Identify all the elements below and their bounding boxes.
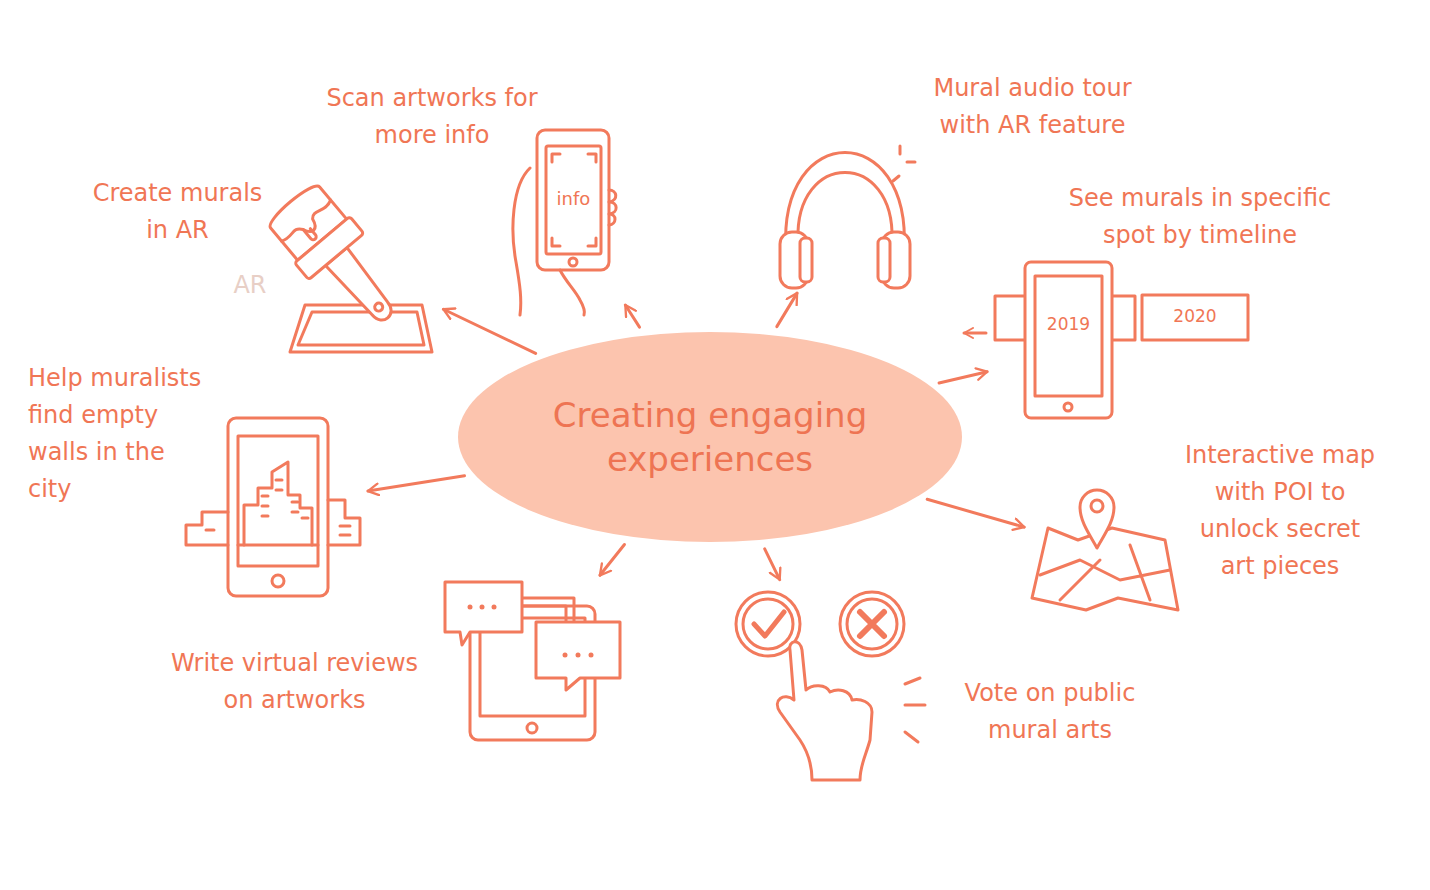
year-label: 2019 bbox=[1035, 314, 1102, 335]
scan-phone-icon-part bbox=[609, 190, 616, 225]
map-pin-icon bbox=[1032, 490, 1178, 610]
vote-idea: Vote on public mural arts bbox=[735, 585, 925, 780]
city-wall-phone-icon-part bbox=[244, 462, 312, 545]
empty-wall-idea: Help muralists find empty walls in the c… bbox=[185, 415, 362, 597]
vote-icon-part bbox=[905, 678, 925, 742]
scan-phone-icon-part bbox=[537, 130, 609, 270]
review-idea: Write virtual reviews on artworks bbox=[440, 580, 625, 740]
headphones-icon-part bbox=[800, 238, 812, 282]
idea-caption: See murals in specific spot by timeline bbox=[1055, 180, 1345, 254]
vote-icon-part bbox=[743, 599, 793, 649]
idea-caption: Interactive map with POI to unlock secre… bbox=[1180, 437, 1380, 585]
city-wall-phone-icon bbox=[186, 418, 360, 596]
map-pin-icon-part bbox=[1080, 490, 1114, 548]
review-tablet-icon-part bbox=[492, 605, 497, 610]
watermark-label: AR bbox=[222, 270, 278, 300]
timeline-phone-icon-part bbox=[964, 332, 986, 335]
ellipse-outline bbox=[458, 332, 962, 542]
interactive-map-idea: Interactive map with POI to unlock secre… bbox=[1030, 488, 1178, 612]
review-tablet-icon-part bbox=[563, 653, 568, 658]
idea-caption: Help muralists find empty walls in the c… bbox=[28, 360, 208, 508]
review-tablet-icon-part bbox=[536, 622, 620, 690]
vote-icon-part bbox=[860, 612, 884, 636]
timeline-idea: See murals in specific spot by timeline bbox=[993, 262, 1250, 418]
idea-caption: Scan artworks for more info bbox=[302, 80, 562, 154]
idea-caption: Write virtual reviews on artworks bbox=[162, 645, 427, 719]
ar-brush-icon-part-part bbox=[303, 226, 317, 241]
central-topic-text: Creating engaging experiences bbox=[520, 393, 900, 481]
ar-brush-icon-part bbox=[298, 312, 424, 345]
review-tablet-icon-part bbox=[522, 598, 574, 622]
vote-icon-part bbox=[840, 592, 904, 656]
idea-arrow bbox=[927, 499, 1024, 527]
year-label: 2020 bbox=[1142, 306, 1248, 327]
city-wall-phone-icon-part bbox=[262, 480, 308, 518]
central-topic-ellipse: Creating engaging experiences bbox=[458, 332, 962, 542]
map-pin-icon-part bbox=[1040, 545, 1170, 600]
ar-brush-icon-part bbox=[290, 305, 432, 352]
headphones-icon bbox=[780, 146, 915, 288]
scan-artwork-idea: Scan artworks for more info bbox=[510, 130, 625, 300]
review-tablet-icon bbox=[445, 582, 620, 740]
timeline-phone-icon-part bbox=[1064, 403, 1072, 411]
idea-caption: Vote on public mural arts bbox=[945, 675, 1155, 749]
timeline-phone-icon-part bbox=[1142, 295, 1248, 340]
idea-caption: Mural audio tour with AR feature bbox=[920, 70, 1145, 144]
map-pin-icon-part bbox=[1091, 500, 1103, 512]
headphones-icon-part bbox=[893, 146, 915, 181]
audio-tour-idea: Mural audio tour with AR feature bbox=[775, 140, 915, 288]
idea-arrow bbox=[625, 305, 639, 327]
ar-brush-icon-part-part bbox=[373, 301, 384, 312]
idea-arrow bbox=[600, 544, 625, 575]
review-tablet-icon-part bbox=[589, 653, 594, 658]
idea-arrow bbox=[939, 372, 987, 383]
review-tablet-icon-part bbox=[480, 605, 485, 610]
timeline-phone-icon-part bbox=[1035, 276, 1102, 396]
city-wall-phone-icon-part bbox=[328, 500, 360, 545]
idea-arrow bbox=[765, 549, 780, 580]
map-pin-icon-part bbox=[1032, 528, 1178, 610]
city-wall-phone-icon-part bbox=[228, 418, 328, 596]
vote-icon-part bbox=[847, 599, 897, 649]
vote-icon bbox=[736, 592, 925, 780]
scan-phone-icon-part bbox=[560, 270, 584, 315]
city-wall-phone-icon-part bbox=[238, 436, 318, 566]
ellipse-fill bbox=[458, 332, 962, 542]
review-tablet-icon-part bbox=[576, 653, 581, 658]
vote-icon-part bbox=[754, 612, 784, 636]
ar-brush-icon-part bbox=[263, 179, 416, 341]
scan-phone-icon-part bbox=[513, 168, 530, 315]
ar-brush-icon bbox=[263, 179, 432, 352]
idea-arrow bbox=[368, 476, 465, 491]
scan-phone-icon bbox=[513, 130, 616, 315]
review-tablet-icon-part bbox=[527, 723, 537, 733]
idea-arrow bbox=[777, 293, 797, 327]
timeline-phone-icon-part bbox=[1025, 262, 1112, 418]
ar-mural-idea: Create murals in AR bbox=[285, 185, 438, 355]
ar-brush-icon-part-part bbox=[295, 217, 364, 280]
scan-phone-icon-part bbox=[569, 258, 577, 266]
city-wall-phone-icon-part bbox=[238, 544, 318, 547]
idea-arrow bbox=[443, 309, 535, 353]
city-wall-phone-icon-part bbox=[272, 575, 284, 587]
scan-phone-icon-part bbox=[546, 146, 601, 254]
headphones-icon-part bbox=[798, 173, 892, 241]
timeline-phone-icon bbox=[964, 262, 1248, 418]
screen-label: info bbox=[546, 187, 601, 210]
review-tablet-icon-part bbox=[445, 582, 522, 645]
vote-icon-part bbox=[777, 642, 872, 780]
ar-brush-icon-part-part bbox=[326, 248, 399, 327]
review-tablet-icon-part bbox=[468, 605, 473, 610]
headphones-icon-part bbox=[878, 238, 890, 282]
idea-caption: Create murals in AR bbox=[85, 175, 270, 249]
